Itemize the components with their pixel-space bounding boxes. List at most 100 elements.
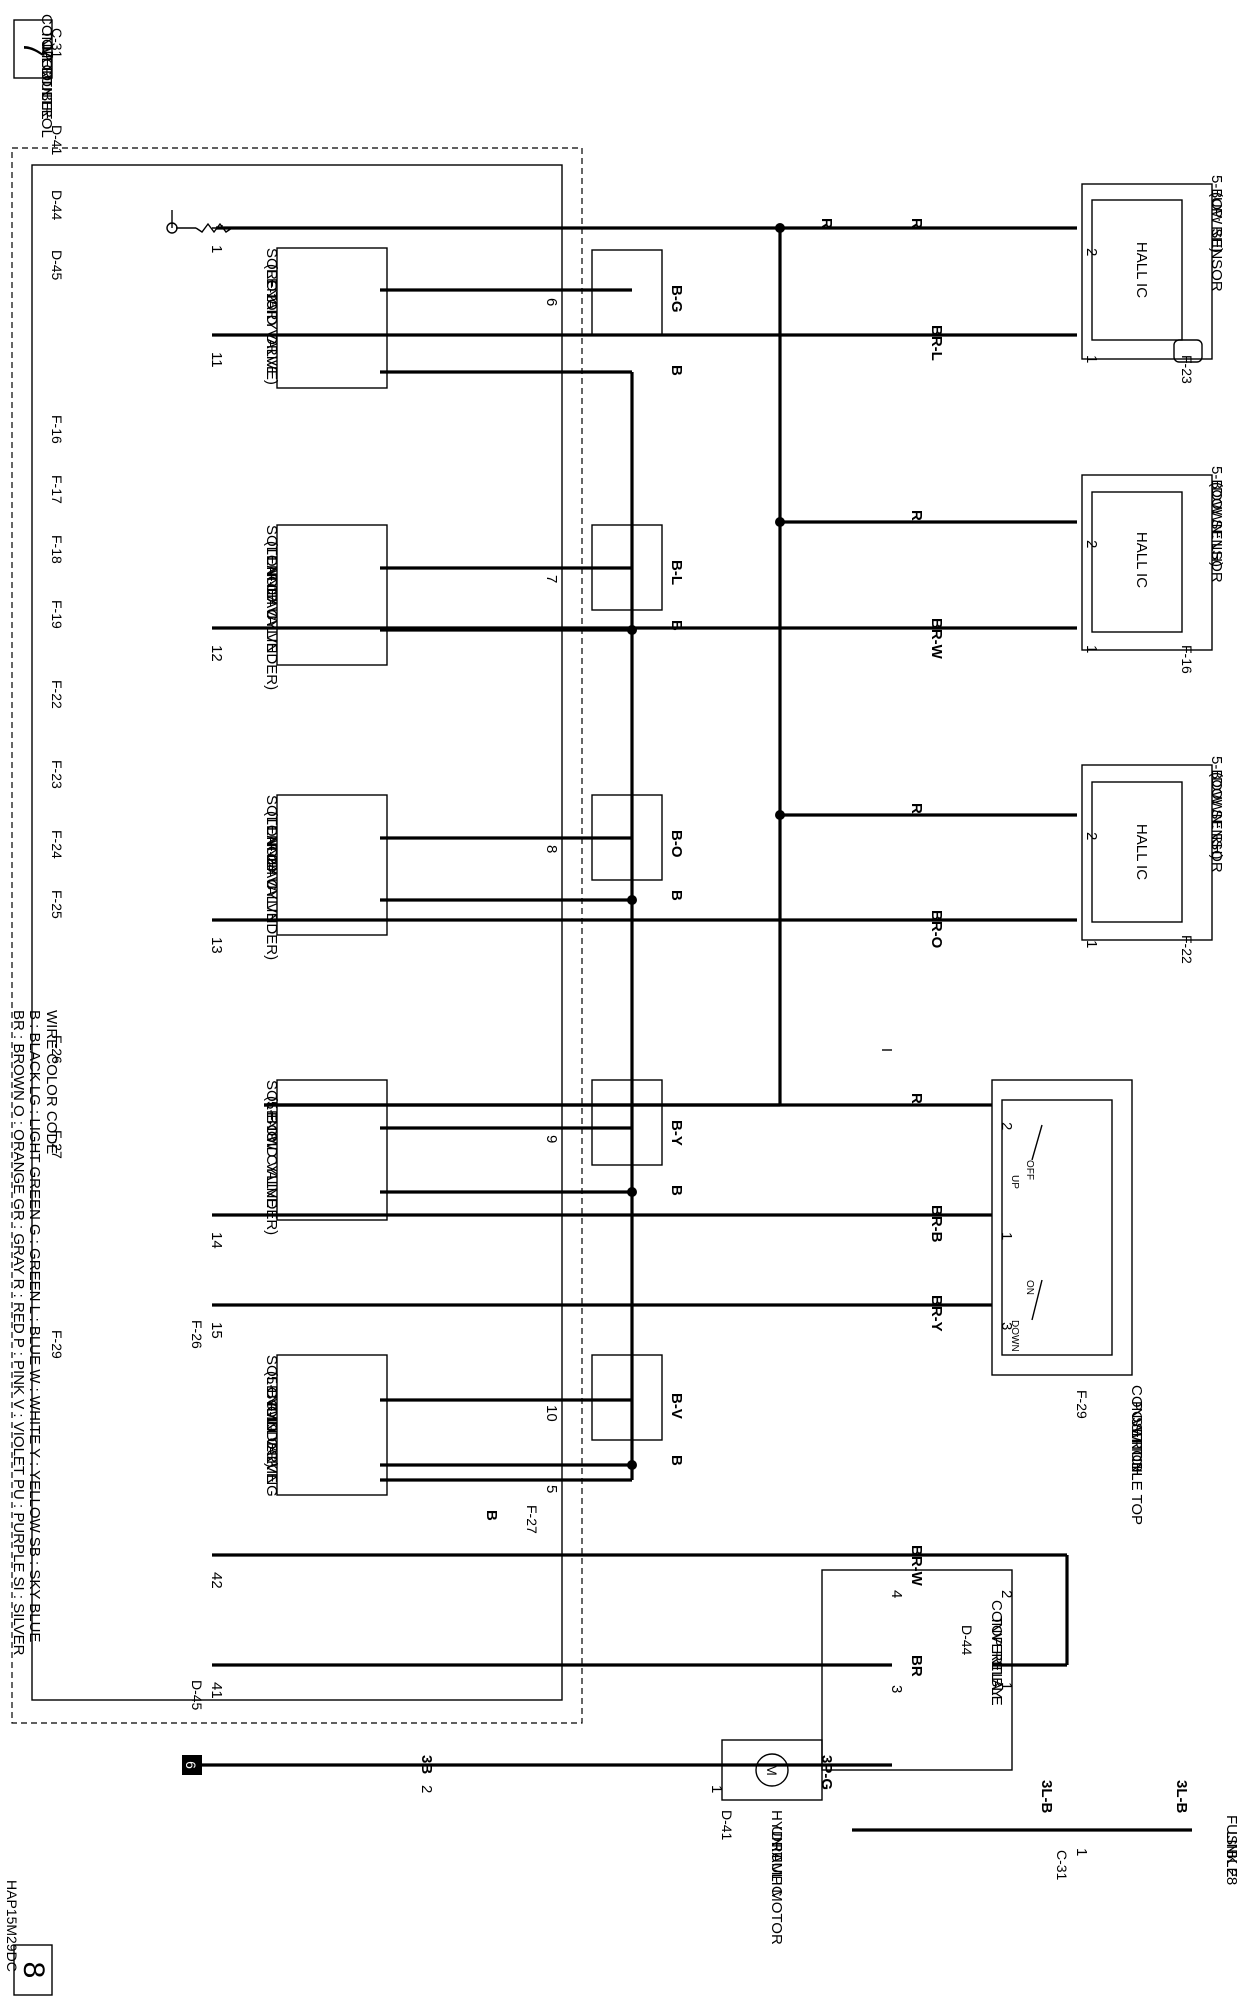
svg-text:F-25: F-25 bbox=[264, 280, 280, 309]
module-switches bbox=[591, 249, 663, 1441]
svg-text:1: 1 bbox=[1083, 940, 1100, 948]
svg-text:14: 14 bbox=[208, 1232, 225, 1249]
svg-text:D-45: D-45 bbox=[189, 1680, 205, 1711]
svg-text:SOLENOID VALVE: SOLENOID VALVE bbox=[263, 795, 280, 923]
svg-text:BR: BR bbox=[908, 1655, 925, 1677]
svg-text:8: 8 bbox=[543, 845, 560, 853]
svg-text:B: B bbox=[668, 620, 685, 631]
ground-box bbox=[182, 1755, 202, 1775]
svg-text:D-44: D-44 bbox=[49, 190, 65, 221]
svg-text:TOP CONTROL: TOP CONTROL bbox=[38, 30, 55, 138]
svg-text:F-22: F-22 bbox=[49, 680, 65, 709]
svg-text:F-25: F-25 bbox=[49, 890, 65, 919]
svg-text:2: 2 bbox=[418, 1785, 435, 1793]
svg-text:LINK 28: LINK 28 bbox=[1223, 1831, 1240, 1885]
wire-color-legend: WIRE COLOR CODE B : BLACK LG : LIGHT GRE… bbox=[10, 1010, 60, 1656]
control-module-box bbox=[11, 147, 583, 1724]
svg-text:(TONNEAU: (TONNEAU bbox=[263, 541, 280, 619]
svg-text:3B: 3B bbox=[418, 1755, 435, 1774]
svg-text:1: 1 bbox=[998, 1232, 1015, 1240]
svg-text:(ROTARY DRIVE): (ROTARY DRIVE) bbox=[263, 264, 280, 385]
svg-text:1: 1 bbox=[208, 245, 225, 253]
svg-text:BR : BROWN O : ORANGE GR :: BR : BROWN O : ORANGE GR : GRAY R : RED … bbox=[10, 1010, 27, 1656]
control-module-inner bbox=[31, 164, 563, 1701]
relay: CONVERTIBLE TOP RELAY D-44 bbox=[821, 1569, 1013, 1771]
svg-text:CONVERTIBLE TOP: CONVERTIBLE TOP bbox=[1128, 1385, 1145, 1525]
svg-text:F-24: F-24 bbox=[49, 830, 65, 859]
svg-text:HALL IC: HALL IC bbox=[1133, 242, 1150, 298]
svg-text:3L-B: 3L-B bbox=[1173, 1780, 1190, 1814]
svg-text:BR-B: BR-B bbox=[928, 1205, 945, 1243]
svg-text:13: 13 bbox=[208, 937, 225, 954]
svg-text:10: 10 bbox=[543, 1405, 560, 1422]
svg-text:F-17: F-17 bbox=[264, 573, 280, 602]
svg-text:5-BOW SENSOR: 5-BOW SENSOR bbox=[1208, 756, 1225, 873]
svg-text:5-BOW SENSOR: 5-BOW SENSOR bbox=[1208, 175, 1225, 292]
module-title: CONVERTIBLE bbox=[38, 14, 55, 120]
svg-text:SOLENOID VALVE: SOLENOID VALVE bbox=[263, 1080, 280, 1208]
svg-text:R: R bbox=[908, 803, 925, 814]
svg-text:C-31: C-31 bbox=[1054, 1850, 1070, 1881]
svg-text:F-27: F-27 bbox=[524, 1505, 540, 1534]
svg-text:4: 4 bbox=[888, 1590, 905, 1598]
svg-text:HALL IC: HALL IC bbox=[1133, 824, 1150, 880]
svg-text:2: 2 bbox=[998, 1590, 1015, 1598]
svg-text:SOLENOID VALVE: SOLENOID VALVE bbox=[263, 1355, 280, 1483]
svg-text:F-22: F-22 bbox=[1179, 935, 1195, 964]
svg-text:B-V: B-V bbox=[668, 1393, 685, 1419]
svg-text:LATCH CYLINDER): LATCH CYLINDER) bbox=[263, 557, 280, 690]
svg-text:ON: ON bbox=[1024, 1280, 1035, 1295]
svg-text:8: 8 bbox=[17, 1962, 50, 1979]
svg-text:7: 7 bbox=[543, 575, 560, 583]
svg-text:(DOWN: LH): (DOWN: LH) bbox=[1208, 482, 1225, 567]
svg-text:TOP RELAY: TOP RELAY bbox=[988, 1616, 1005, 1699]
svg-text:B-O: B-O bbox=[668, 830, 685, 858]
solenoids bbox=[276, 247, 388, 1496]
sensor-down-rh: HALL IC 5-BOW SENSOR (DOWN: RH) F-22 bbox=[1081, 756, 1225, 964]
svg-text:6: 6 bbox=[183, 1761, 199, 1769]
svg-text:WIRE COLOR CODE: WIRE COLOR CODE bbox=[43, 1010, 60, 1154]
svg-text:POSITION: POSITION bbox=[1128, 1401, 1145, 1473]
page-number-left: 7 bbox=[13, 19, 53, 79]
svg-text:D-44: D-44 bbox=[959, 1625, 975, 1656]
svg-text:R: R bbox=[818, 218, 835, 229]
svg-text:(5-BOW LOCKING: (5-BOW LOCKING bbox=[263, 1371, 280, 1497]
svg-text:B: B bbox=[668, 1455, 685, 1466]
svg-text:SOLENOID VALVE: SOLENOID VALVE bbox=[263, 248, 280, 376]
svg-text:42: 42 bbox=[208, 1572, 225, 1589]
svg-text:UP: UP bbox=[1009, 1175, 1020, 1189]
svg-text:1: 1 bbox=[708, 1785, 725, 1793]
svg-text:R: R bbox=[908, 510, 925, 521]
position-switch: OFF ON UP DOWN CONVERTIBLE TOP POSITION … bbox=[991, 1079, 1145, 1525]
svg-text:2: 2 bbox=[998, 1122, 1015, 1130]
svg-text:SWITCH: SWITCH bbox=[1128, 1417, 1145, 1476]
svg-text:PUMP MOTOR: PUMP MOTOR bbox=[768, 1842, 785, 1945]
svg-text:B-G: B-G bbox=[668, 285, 685, 313]
svg-text:2: 2 bbox=[1083, 540, 1100, 548]
svg-text:F-19: F-19 bbox=[264, 1403, 280, 1432]
svg-text:(DOWN: RH): (DOWN: RH) bbox=[1208, 772, 1225, 859]
svg-text:F-19: F-19 bbox=[49, 600, 65, 629]
svg-text:BR-O: BR-O bbox=[928, 910, 945, 949]
svg-text:2: 2 bbox=[1083, 832, 1100, 840]
svg-text:CYLINDER): CYLINDER) bbox=[263, 1387, 280, 1468]
svg-text:B: B bbox=[668, 890, 685, 901]
svg-text:B-L: B-L bbox=[668, 560, 685, 585]
svg-text:(5-BOW CYLINDER): (5-BOW CYLINDER) bbox=[263, 1096, 280, 1235]
svg-text:F-26: F-26 bbox=[49, 1035, 65, 1064]
svg-text:B-Y: B-Y bbox=[668, 1120, 685, 1146]
connector-labels: C-31 D-41 D-44 D-45 F-16 F-17 F-18 F-19 … bbox=[49, 28, 65, 1359]
svg-text:3L-B: 3L-B bbox=[1038, 1780, 1055, 1814]
svg-text:F-16: F-16 bbox=[1179, 645, 1195, 674]
svg-text:HALL IC: HALL IC bbox=[1133, 532, 1150, 588]
svg-text:M: M bbox=[764, 1764, 780, 1776]
svg-text:F-16: F-16 bbox=[49, 415, 65, 444]
svg-text:HYDRAULIC: HYDRAULIC bbox=[768, 1810, 785, 1897]
svg-text:B: B bbox=[483, 1510, 500, 1521]
svg-text:MODULE: MODULE bbox=[38, 46, 55, 110]
sensor-down-lh: HALL IC 5-BOW SENSOR (DOWN: LH) F-16 bbox=[1081, 466, 1225, 674]
svg-text:F-18: F-18 bbox=[49, 535, 65, 564]
svg-text:R: R bbox=[908, 1093, 925, 1104]
svg-text:BR-L: BR-L bbox=[928, 325, 945, 361]
